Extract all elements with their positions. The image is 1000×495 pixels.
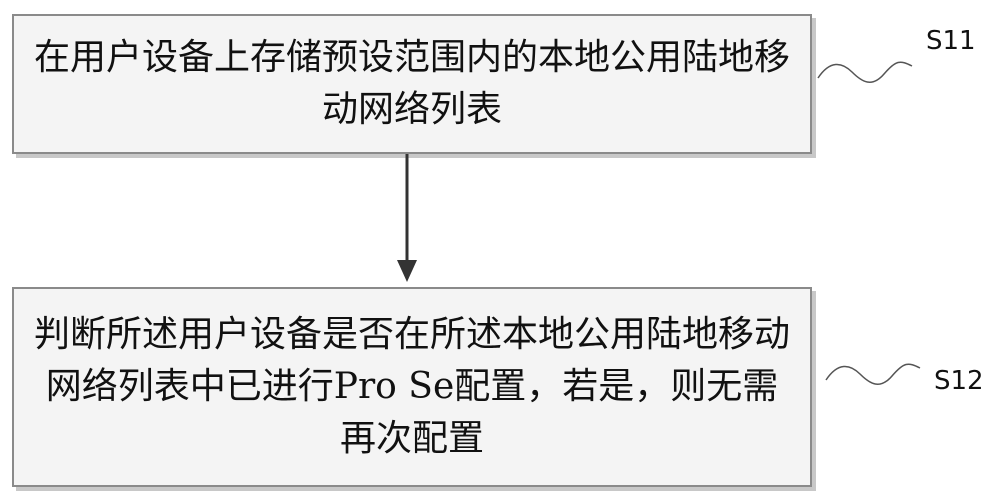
flow-arrow-head xyxy=(397,260,417,282)
wavy-leader-s11 xyxy=(817,61,913,83)
wavy-leader-s12 xyxy=(825,363,921,385)
step-box-s11: 在用户设备上存储预设范围内的本地公用陆地移动网络列表 xyxy=(12,14,812,154)
step-label-s11: S11 xyxy=(926,26,976,56)
step-box-s12: 判断所述用户设备是否在所述本地公用陆地移动网络列表中已进行Pro Se配置，若是… xyxy=(12,287,812,487)
step-label-s12: S12 xyxy=(934,366,984,396)
step-text-s12: 判断所述用户设备是否在所述本地公用陆地移动网络列表中已进行Pro Se配置，若是… xyxy=(33,314,790,459)
step-text-s11: 在用户设备上存储预设范围内的本地公用陆地移动网络列表 xyxy=(33,37,790,130)
